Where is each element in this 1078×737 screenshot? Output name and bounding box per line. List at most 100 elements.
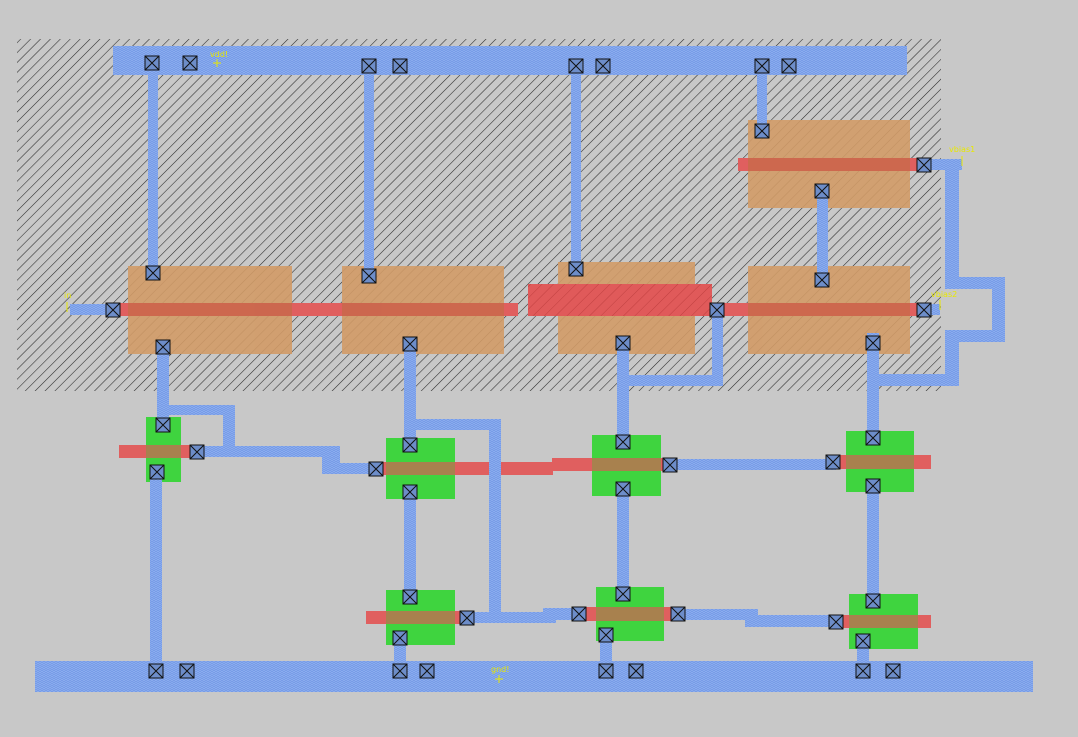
- m1-s1-c: [196, 446, 340, 457]
- label-vbias1: vbias1: [949, 145, 975, 154]
- m1-s4-feedback-e: [945, 277, 1005, 289]
- gate-n7: [849, 615, 918, 628]
- contact-cut: [571, 606, 587, 622]
- contact-cut: [419, 663, 435, 679]
- contact-cut: [361, 268, 377, 284]
- contact-cut: [615, 335, 631, 351]
- m1-vdd-drop-2: [364, 60, 374, 277]
- gate-n1: [146, 445, 181, 458]
- m1-s2-c: [466, 612, 556, 623]
- m1-vdd-drop-1: [148, 60, 158, 274]
- contact-cut: [865, 593, 881, 609]
- m1-s3-mid: [617, 488, 629, 594]
- gate-regions: [128, 158, 918, 628]
- contact-cut: [392, 663, 408, 679]
- m1-s3-loop-a: [617, 375, 723, 386]
- contact-cut: [145, 265, 161, 281]
- contact-cut: [459, 610, 475, 626]
- label-vdd-mark: [213, 59, 221, 67]
- contact-cut: [781, 58, 797, 74]
- m1-in-stub: [70, 304, 118, 315]
- m1-s1-a: [157, 405, 235, 415]
- m1-s2-mid: [404, 491, 416, 599]
- label-gnd: gnd!: [491, 665, 509, 674]
- contact-cut: [709, 302, 725, 318]
- contact-cut: [148, 663, 164, 679]
- contact-cut: [361, 58, 377, 74]
- gate-n2: [386, 462, 455, 475]
- contacts-layer: [105, 55, 932, 679]
- m1-s2-drain: [404, 344, 416, 446]
- contact-cut: [144, 55, 160, 71]
- gate-p5: [748, 158, 910, 171]
- m1-s3-loop-b: [712, 309, 723, 386]
- m1-vbias1-stub: [918, 159, 962, 170]
- m1-s2-a: [404, 419, 501, 430]
- contact-cut: [865, 430, 881, 446]
- labels-layer: vdd! gnd! in vbias1 vbias2: [64, 50, 975, 683]
- gate-p2: [342, 303, 504, 316]
- gate-n6: [596, 607, 664, 621]
- contact-cut: [615, 434, 631, 450]
- m1-s3-right: [676, 609, 758, 620]
- m1-s4-drain: [867, 333, 879, 441]
- m1-s4-feedback-c: [945, 330, 1005, 342]
- contact-cut: [595, 58, 611, 74]
- contact-cut: [368, 461, 384, 477]
- contact-cut: [885, 663, 901, 679]
- label-vdd: vdd!: [210, 50, 228, 59]
- gate-n4: [846, 455, 914, 469]
- m1-s3-right-b: [745, 615, 837, 627]
- contact-cut: [179, 663, 195, 679]
- m1-vdd-drop-4: [757, 60, 767, 132]
- m1-s4-mid: [867, 486, 879, 602]
- contact-cut: [865, 335, 881, 351]
- contact-cut: [865, 478, 881, 494]
- contact-cut: [615, 481, 631, 497]
- contact-cut: [916, 302, 932, 318]
- contact-cut: [814, 272, 830, 288]
- gate-n5: [386, 611, 455, 624]
- poly-gate-3: [528, 284, 712, 316]
- m1-s1-e: [322, 463, 378, 474]
- contact-cut: [568, 58, 584, 74]
- contact-cut: [828, 614, 844, 630]
- gate-p4: [748, 303, 910, 316]
- contact-cut: [392, 58, 408, 74]
- m1-vbias-riser: [945, 160, 959, 289]
- m1-s2-b: [489, 419, 501, 619]
- contact-cut: [855, 663, 871, 679]
- contact-cut: [598, 663, 614, 679]
- contact-cut: [189, 444, 205, 460]
- m1-s3-out: [668, 459, 836, 470]
- m1-p5-link: [817, 186, 828, 286]
- contact-cut: [855, 633, 871, 649]
- contact-cut: [670, 606, 686, 622]
- contact-cut: [402, 484, 418, 500]
- contact-cut: [662, 457, 678, 473]
- contact-cut: [568, 261, 584, 277]
- contact-cut: [754, 123, 770, 139]
- m1-s4-feedback-a: [867, 374, 959, 386]
- m1-s1-gnd: [150, 472, 162, 672]
- contact-cut: [754, 58, 770, 74]
- m1-s4-feedback-b: [945, 330, 959, 386]
- gate-p1: [128, 303, 292, 316]
- contact-cut: [916, 157, 932, 173]
- m1-s1-b: [223, 405, 235, 447]
- m1-s3-gnd: [600, 634, 612, 672]
- gate-n3: [592, 458, 661, 471]
- contact-cut: [149, 464, 165, 480]
- contact-cut: [402, 589, 418, 605]
- contact-cut: [402, 437, 418, 453]
- contact-cut: [155, 339, 171, 355]
- label-in: in: [64, 291, 71, 300]
- contact-cut: [155, 417, 171, 433]
- contact-cut: [814, 183, 830, 199]
- contact-cut: [105, 302, 121, 318]
- contact-cut: [598, 627, 614, 643]
- contact-cut: [825, 454, 841, 470]
- label-gnd-mark: [495, 675, 503, 683]
- metal1-layer: [35, 46, 1033, 692]
